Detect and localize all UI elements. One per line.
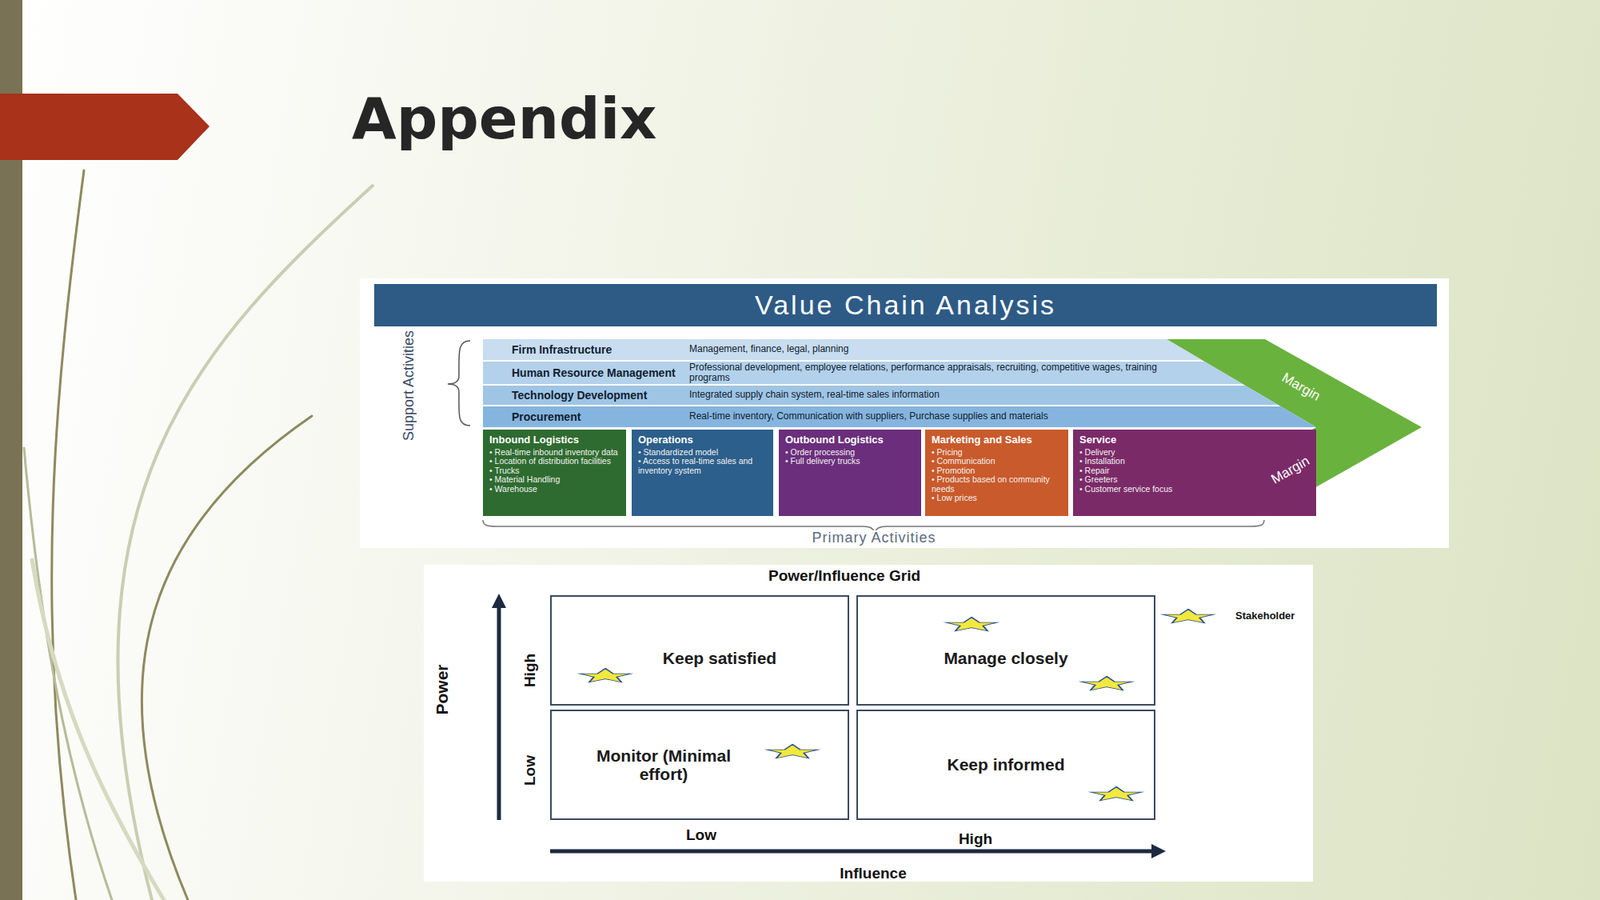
bullet-item: • Material Handling <box>489 474 620 485</box>
legend-text: Stakeholder <box>1235 610 1295 621</box>
image-panel <box>423 564 1313 882</box>
stakeholder-star <box>1090 786 1143 801</box>
bullet-item: • Real-time inbound inventory data <box>489 447 620 458</box>
margin-label: Margin <box>1278 369 1323 404</box>
margin-chevron: MarginMargin <box>1166 339 1422 516</box>
primary-column: Marketing and Sales• Pricing• Communicat… <box>925 429 1069 516</box>
column-text: Service• Delivery• Installation• Repair•… <box>1079 434 1178 494</box>
bullet-item: • Trucks <box>489 466 620 476</box>
band-body: Professional development, employee relat… <box>689 362 1166 384</box>
support-band: Human Resource ManagementProfessional de… <box>482 361 1243 384</box>
arrow-head <box>491 593 507 608</box>
power-axis <box>497 604 502 820</box>
title-chevron <box>0 93 210 160</box>
bullet-item: • Pricing <box>931 447 1062 458</box>
bullet-item: • Warehouse <box>489 484 620 495</box>
image-panel <box>359 278 1449 548</box>
band-heading: Procurement <box>482 410 690 423</box>
primary-column: Inbound Logistics• Real-time inbound inv… <box>482 429 627 516</box>
primary-column: Operations• Standardized model• Access t… <box>631 429 774 516</box>
stakeholder-star <box>766 744 819 759</box>
quadrant-text: Keep informed <box>946 754 1065 774</box>
column-heading: Operations <box>638 434 767 446</box>
quadrant-text: Manage closely <box>943 648 1068 667</box>
column-heading: Outbound Logistics <box>785 434 915 446</box>
bullet-item: • Order processing <box>785 447 915 458</box>
bullet-item: • Customer service focus <box>1079 484 1178 495</box>
axis-label: Power/Influence Grid <box>768 567 921 583</box>
bullet-item: • Repair <box>1079 466 1178 476</box>
stakeholder-star <box>1081 676 1134 691</box>
bullet-item: • Communication <box>931 456 1062 467</box>
column-text: Operations• Standardized model• Access t… <box>638 434 767 475</box>
legend-star <box>1162 609 1215 623</box>
arrow-head <box>1151 843 1166 858</box>
axis-label: Support Activities <box>401 330 416 441</box>
column-text: Outbound Logistics• Order processing• Fu… <box>785 434 915 467</box>
grid-quadrant: Monitor (Minimal effort) <box>550 709 850 820</box>
axis-label: Primary Activities <box>808 530 939 545</box>
bullet-item: • Delivery <box>1079 447 1178 458</box>
quadrant-text: Keep satisfied <box>662 648 777 667</box>
stakeholder-star <box>579 668 632 683</box>
bullet-item: • Promotion <box>931 466 1062 476</box>
bullet-item: • Location of distribution facilities <box>489 456 620 467</box>
band-body: Integrated supply chain system, real-tim… <box>689 389 1206 400</box>
bullet-item: • Products based on community needs <box>931 474 1062 494</box>
column-heading: Inbound Logistics <box>489 434 620 446</box>
grid-quadrant: Keep satisfied <box>550 594 850 706</box>
column-text: Inbound Logistics• Real-time inbound inv… <box>489 434 620 494</box>
band-heading: Human Resource Management <box>482 367 690 379</box>
bullet-item: • Low prices <box>931 493 1062 503</box>
axis-label: High <box>522 653 538 687</box>
band-body: Management, finance, legal, planning <box>689 343 1127 355</box>
axis-label: Influence <box>839 865 906 881</box>
column-heading: Service <box>1079 434 1178 446</box>
stakeholder-star <box>945 617 998 631</box>
axis-label: High <box>958 830 993 846</box>
band-heading: Firm Infrastructure <box>482 343 690 356</box>
axis-label: Power <box>433 663 451 715</box>
axis-label: Low <box>686 826 717 842</box>
primary-column: Outbound Logistics• Order processing• Fu… <box>778 429 922 516</box>
band-body: Real-time inventory, Communication with … <box>689 410 1241 422</box>
bullet-item: • Full delivery trucks <box>785 456 915 467</box>
axis-label: Low <box>522 754 538 786</box>
grid-quadrant: Manage closely <box>856 594 1156 706</box>
support-band: ProcurementReal-time inventory, Communic… <box>482 406 1317 427</box>
bullet-item: • Greeters <box>1079 474 1178 485</box>
quadrant-text: Monitor (Minimal effort) <box>583 746 744 783</box>
column-text: Marketing and Sales• Pricing• Communicat… <box>931 434 1062 503</box>
support-band: Technology DevelopmentIntegrated supply … <box>482 385 1278 405</box>
support-brace <box>447 340 471 426</box>
bullet-item: • Installation <box>1079 456 1178 467</box>
header-text: Value Chain Analysis <box>754 289 1057 321</box>
bullet-item: • Standardized model <box>638 447 767 458</box>
margin-label: Margin <box>1268 452 1313 487</box>
grid-quadrant: Keep informed <box>856 709 1156 820</box>
influence-axis <box>550 849 1154 854</box>
slide-title: Appendix <box>351 89 658 148</box>
support-band: Firm InfrastructureManagement, finance, … <box>482 339 1202 360</box>
header-bar: Value Chain Analysis <box>374 283 1437 327</box>
column-heading: Marketing and Sales <box>931 434 1062 446</box>
bullet-item: • Access to real-time sales and inventor… <box>638 456 767 475</box>
band-heading: Technology Development <box>482 389 690 401</box>
decor-curves <box>23 170 373 900</box>
